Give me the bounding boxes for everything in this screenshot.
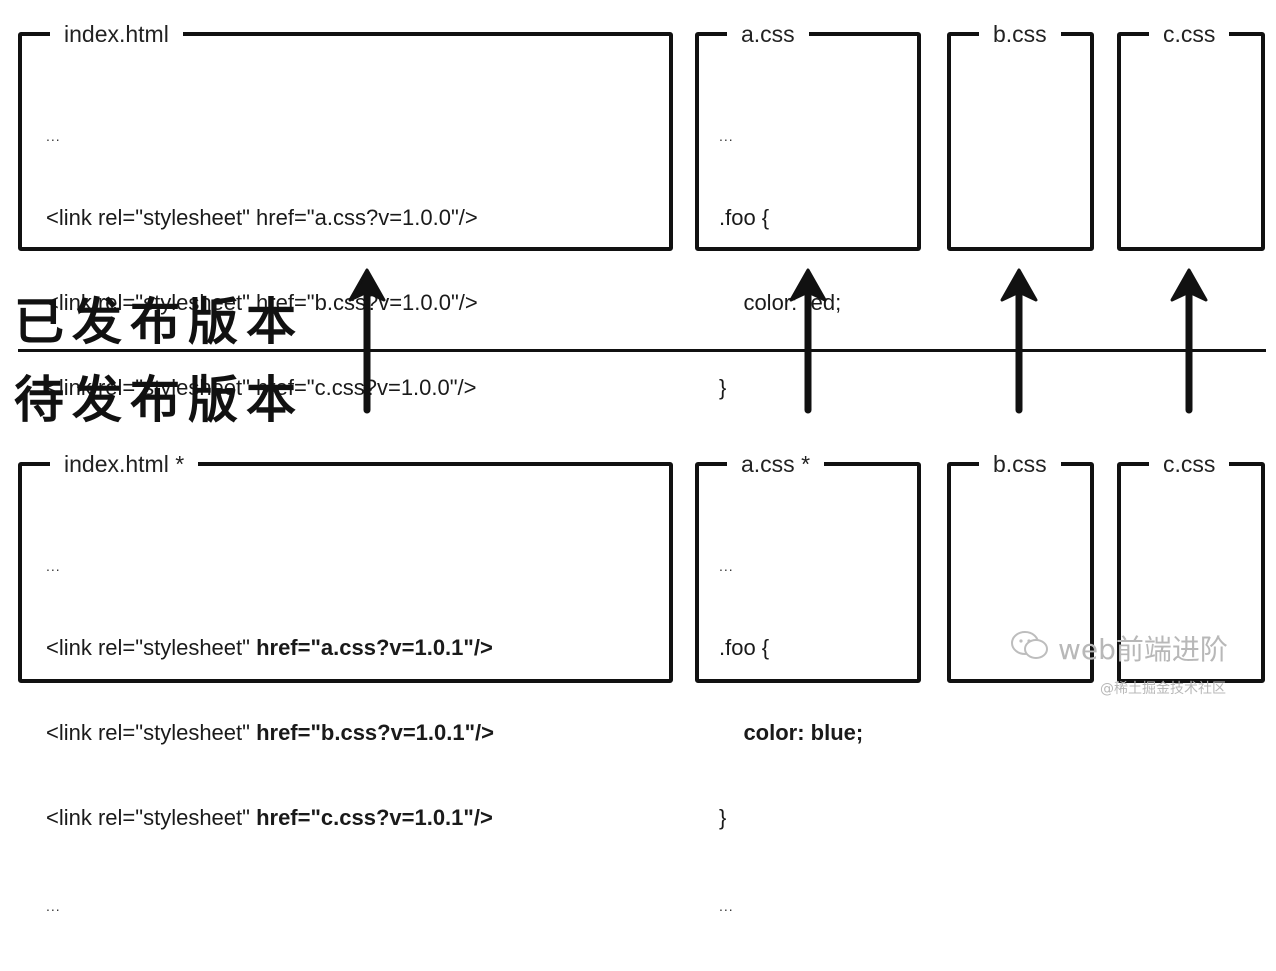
version-divider bbox=[18, 349, 1266, 352]
released-b-css-title: b.css bbox=[979, 16, 1061, 52]
arrow-index bbox=[348, 268, 386, 414]
released-version-label: 已发布版本 bbox=[14, 293, 304, 351]
watermark-sub: @稀土掘金技术社区 bbox=[1100, 681, 1226, 697]
pending-index-title: index.html * bbox=[50, 446, 199, 482]
pending-a-css-code: ... .foo { color: blue; } ... bbox=[719, 494, 863, 971]
pending-b-css-file: b.css bbox=[947, 446, 1094, 683]
released-a-css-title: a.css bbox=[727, 16, 809, 52]
code-line: ... bbox=[46, 128, 61, 144]
code-line: .foo { bbox=[719, 635, 770, 660]
code-line: <link rel="stylesheet" href="a.css?v=1.0… bbox=[46, 635, 493, 660]
code-line: <link rel="stylesheet" href="c.css?v=1.0… bbox=[46, 805, 493, 830]
code-line: ... bbox=[719, 558, 734, 574]
released-c-css-title: c.css bbox=[1149, 16, 1230, 52]
code-line: .foo { bbox=[719, 205, 770, 230]
code-line: <link rel="stylesheet" href="b.css?v=1.0… bbox=[46, 720, 495, 745]
code-line: } bbox=[719, 805, 727, 830]
released-c-css-file: c.css bbox=[1117, 16, 1265, 251]
pending-a-css-title: a.css * bbox=[727, 446, 825, 482]
released-b-css-file: b.css bbox=[947, 16, 1094, 251]
arrow-b-css bbox=[1000, 268, 1038, 414]
code-line: color: blue; bbox=[719, 720, 864, 745]
watermark-main: web前端进阶 bbox=[1058, 633, 1228, 666]
arrow-a-css bbox=[789, 268, 827, 414]
deploy-arrows bbox=[348, 268, 1208, 414]
code-line: ... bbox=[46, 898, 61, 914]
released-index-title: index.html bbox=[50, 16, 183, 52]
pending-c-css-file: c.css bbox=[1117, 446, 1265, 683]
pending-b-css-title: b.css bbox=[979, 446, 1061, 482]
code-line: ... bbox=[719, 128, 734, 144]
wechat-icon bbox=[1011, 631, 1048, 659]
code-line: ... bbox=[719, 898, 734, 914]
pending-index-code: ... <link rel="stylesheet" href="a.css?v… bbox=[46, 494, 494, 971]
pending-a-css-file: a.css * ... .foo { color: blue; } ... bbox=[695, 446, 921, 914]
code-line: } bbox=[719, 375, 727, 400]
pending-version-label: 待发布版本 bbox=[14, 371, 304, 429]
arrow-c-css bbox=[1170, 268, 1208, 414]
code-line: <link rel="stylesheet" href="a.css?v=1.0… bbox=[46, 205, 478, 230]
code-line: ... bbox=[46, 558, 61, 574]
pending-c-css-title: c.css bbox=[1149, 446, 1230, 482]
pending-index-file: index.html * ... <link rel="stylesheet" … bbox=[18, 446, 673, 914]
